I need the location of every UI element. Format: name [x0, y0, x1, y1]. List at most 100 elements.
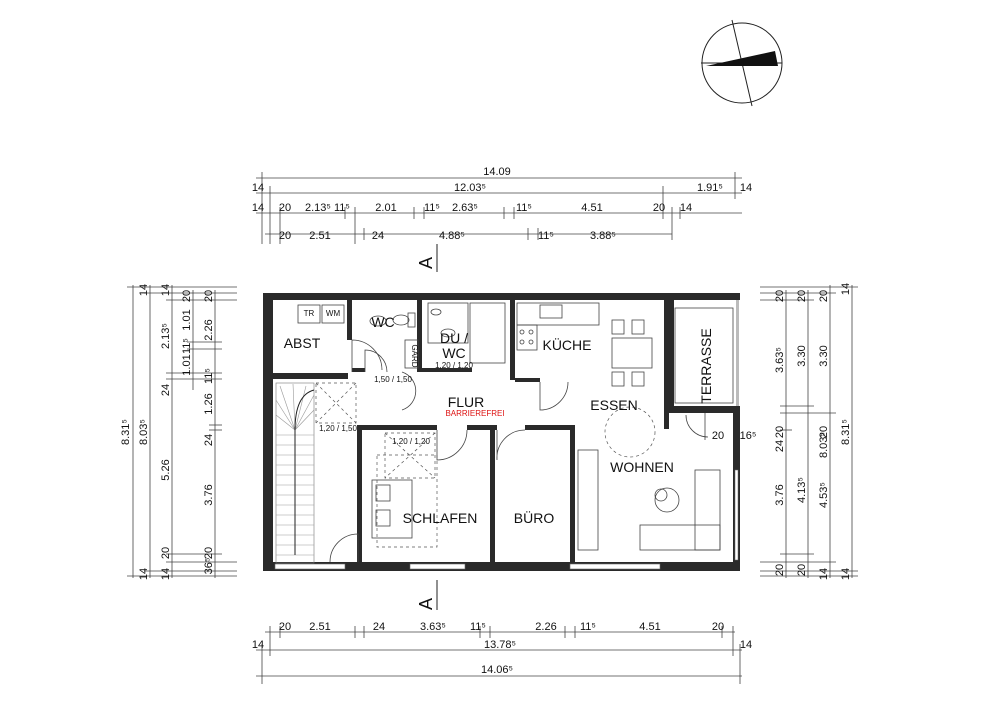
dim-label: 1.01 — [181, 309, 193, 330]
outer-walls — [263, 293, 740, 571]
dim-label: 4.53⁵ — [818, 482, 830, 508]
dim-label: 1.91⁵ — [697, 182, 723, 194]
dim-label: 2.51 — [309, 230, 330, 242]
dim-label: 20 — [203, 290, 215, 302]
dim-label: 3.76 — [203, 484, 215, 505]
dim-label: 20 — [818, 426, 830, 438]
dim-label: 14 — [740, 639, 752, 651]
dim-label: 20 — [774, 564, 786, 576]
room-flur: FLUR — [448, 394, 485, 410]
dim-label: 14 — [138, 568, 150, 580]
dim-label: 14 — [740, 182, 752, 194]
dim-label: 2.26 — [203, 319, 215, 340]
area-stair: 1,20 / 1,50 — [319, 424, 357, 433]
dim-total-width-bottom: 14.06⁵ — [481, 664, 513, 676]
dim-label: 14 — [160, 568, 172, 580]
dim-total-width: 14.09 — [483, 166, 511, 178]
dim-label: 14 — [138, 284, 150, 296]
dim-label: 11⁵ — [470, 621, 486, 633]
dim-label: 20 — [279, 202, 291, 214]
bottom-dimensions: 20 2.51 24 3.63⁵ 11⁵ 2.26 11⁵ 4.51 20 14… — [252, 621, 752, 684]
section-marker-bottom: A — [416, 580, 438, 610]
dim-label: 4.88⁵ — [439, 230, 465, 242]
room-du-wc-line1: DU / — [440, 330, 468, 346]
room-abst: ABST — [284, 335, 321, 351]
dim-label: 11⁵ — [580, 621, 596, 633]
dim-label: 14 — [252, 182, 264, 194]
dim-label: 20 — [796, 290, 808, 302]
north-arrow-icon — [701, 19, 783, 107]
dim-label: 20 — [774, 290, 786, 302]
inner-walls — [273, 300, 669, 562]
dim-label: 12.03⁵ — [454, 182, 486, 194]
dim-label: 2.13⁵ — [160, 323, 172, 349]
dim-label: 5.26 — [160, 459, 172, 480]
section-marker-top: A — [416, 244, 438, 272]
svg-text:A: A — [416, 598, 436, 610]
label-gard: GARD — [410, 344, 419, 367]
dim-label: 20 — [653, 202, 665, 214]
label-wm: WM — [326, 309, 341, 318]
dim-label: 8.03⁵ — [818, 432, 830, 458]
dim-label: 20 — [774, 426, 786, 438]
dim-label: 24 — [160, 384, 172, 396]
room-wc: WC — [371, 314, 394, 330]
dim-label: 16⁵ — [740, 430, 757, 442]
room-schlafen: SCHLAFEN — [403, 510, 478, 526]
dim-label: 4.51 — [581, 202, 602, 214]
dim-label: 20 — [796, 564, 808, 576]
dim-label: 20 — [181, 290, 193, 302]
dim-label: 14 — [252, 639, 264, 651]
dim-label: 20 — [279, 621, 291, 633]
left-dimensions: 8.31⁵ 14 8.03⁵ 14 14 2.13⁵ 24 5.26 20 14… — [120, 284, 237, 580]
top-dimensions: 14.09 14 12.03⁵ 1.91⁵ 14 14 20 2.13⁵ 11⁵… — [252, 166, 752, 244]
dim-label: 24 — [774, 440, 786, 452]
dim-label: 20 — [712, 621, 724, 633]
dim-label: 8.31⁵ — [120, 419, 132, 445]
dim-label: 1.26 — [203, 393, 215, 414]
area-flur-1: 1,50 / 1,50 — [374, 375, 412, 384]
dim-label: 1.01 — [181, 354, 193, 375]
label-tr: TR — [304, 309, 315, 318]
dim-label: 11⁵ — [516, 202, 532, 214]
dim-label: 2.13⁵ — [305, 202, 331, 214]
dim-label: 8.31⁵ — [840, 419, 852, 445]
area-schlafen: 1,20 / 1,20 — [392, 437, 430, 446]
dim-label: 3.76 — [774, 484, 786, 505]
dim-label: 20 — [203, 547, 215, 559]
room-kueche: KÜCHE — [542, 336, 591, 353]
dim-label: 2.26 — [535, 621, 556, 633]
dim-label: 3.88⁵ — [590, 230, 616, 242]
dim-label: 20 — [160, 547, 172, 559]
dim-label: 14 — [840, 568, 852, 580]
dim-label: 24 — [373, 621, 385, 633]
dim-label: 11⁵ — [203, 368, 215, 384]
room-buero: BÜRO — [514, 509, 555, 526]
door-swings — [329, 339, 709, 563]
right-dimensions: 20 3.63⁵ 20 24 3.76 20 20 3.30 4.13⁵ 20 … — [760, 283, 858, 580]
dim-label: 2.63⁵ — [452, 202, 478, 214]
dim-label: 14 — [840, 283, 852, 295]
dim-label: 13.78⁵ — [484, 639, 516, 651]
staircase — [275, 382, 357, 564]
fixtures — [297, 302, 734, 551]
dim-label: 11⁵ — [538, 230, 554, 242]
dim-label: 3.30 — [818, 345, 830, 366]
dim-label: 14 — [818, 568, 830, 580]
room-du-wc-line2: WC — [442, 345, 465, 361]
dim-label: 11⁵ — [181, 338, 193, 354]
dim-label: 24 — [203, 434, 215, 446]
dim-label: 14 — [160, 284, 172, 296]
dim-label: 36⁵ — [203, 558, 215, 575]
dim-label: 24 — [372, 230, 384, 242]
dim-label: 4.13⁵ — [796, 477, 808, 503]
dim-label: 2.51 — [309, 621, 330, 633]
dim-label: 11⁵ — [334, 202, 350, 214]
area-du-wc: 1,20 / 1,20 — [435, 361, 473, 370]
room-essen: ESSEN — [590, 397, 637, 413]
dim-label: 2.01 — [375, 202, 396, 214]
dim-label: 3.63⁵ — [774, 347, 786, 373]
svg-text:A: A — [416, 257, 436, 269]
label-barrierefrei: BARRIEREFREI — [445, 409, 504, 418]
